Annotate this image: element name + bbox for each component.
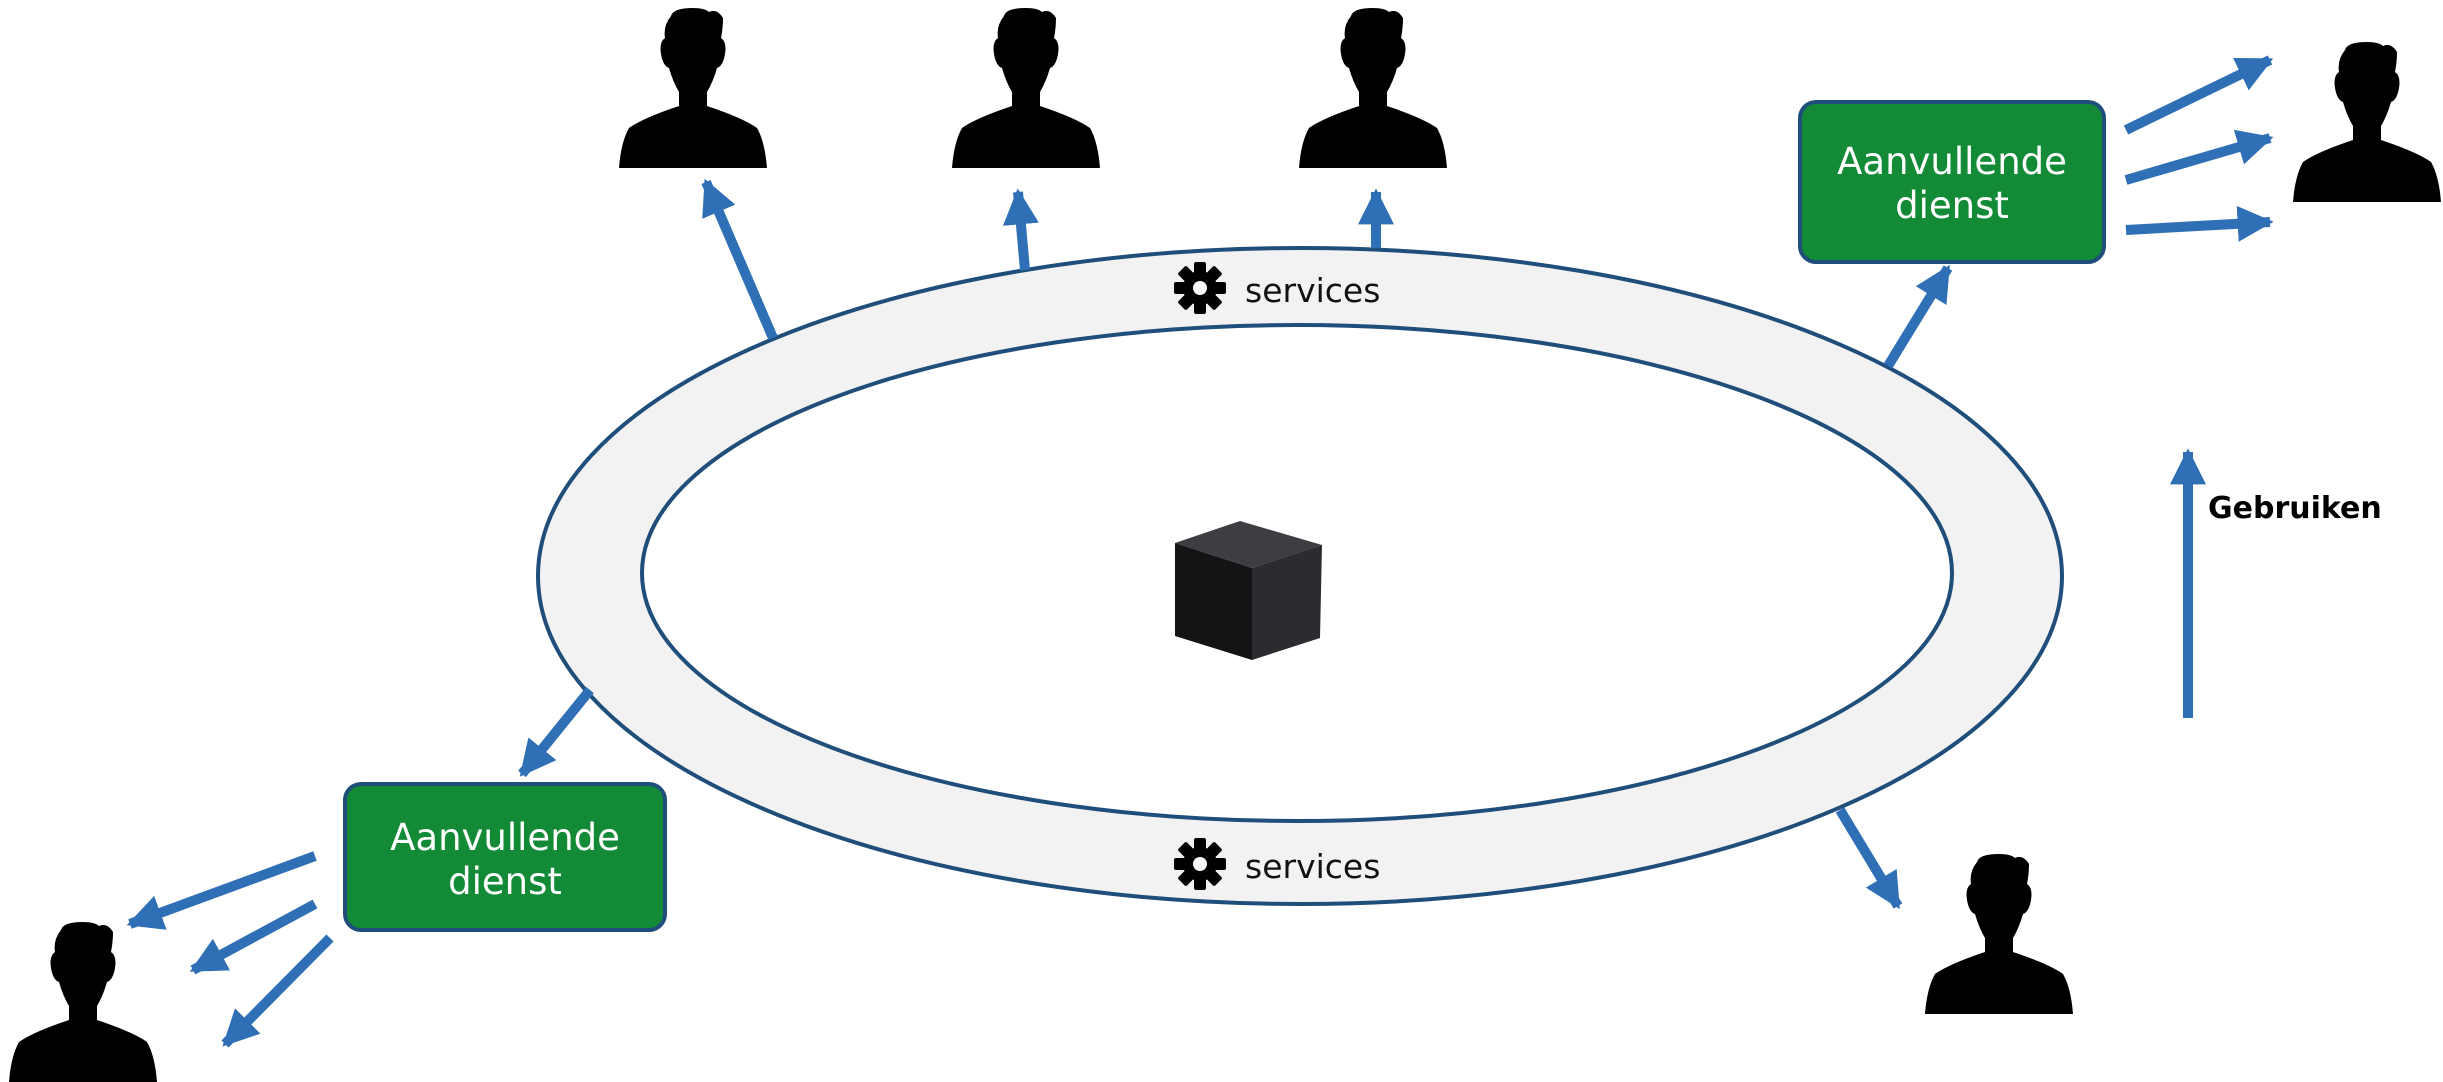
gear-icon xyxy=(1174,262,1226,314)
box-bottom-left-rect xyxy=(343,782,667,932)
services-label-bottom-text: services xyxy=(1245,847,1380,886)
box-top-right-rect xyxy=(1798,100,2106,264)
arrow-box-top-right-to-user-b xyxy=(2124,129,2274,185)
box-bottom-left-line2: dienst xyxy=(448,860,562,903)
arrow-ring-to-user-1 xyxy=(701,178,778,340)
person-icon xyxy=(619,8,767,168)
arrow-ring-to-user-2 xyxy=(1002,188,1039,271)
arrow-box-bottom-left-to-user-a xyxy=(126,851,317,930)
arrow-ring-to-user-bottom-right xyxy=(1835,807,1903,910)
services-label-bottom: services xyxy=(1174,838,1380,890)
services-label-top-text: services xyxy=(1245,271,1380,310)
arrow-box-top-right-to-user-c xyxy=(2125,205,2274,242)
arrow-box-bottom-left-to-user-b xyxy=(189,899,318,975)
usage-arrows xyxy=(126,55,2274,1048)
aanvullende-dienst-box-top-right: Aanvullende dienst xyxy=(1798,100,2106,264)
person-icon xyxy=(1925,854,2073,1014)
cube-icon xyxy=(1175,521,1322,660)
box-top-right-line2: dienst xyxy=(1895,184,2009,227)
gear-icon xyxy=(1174,838,1226,890)
box-top-right-line1: Aanvullende xyxy=(1837,140,2067,183)
box-bottom-left-line1: Aanvullende xyxy=(390,816,620,859)
aanvullende-dienst-box-bottom-left: Aanvullende dienst xyxy=(343,782,667,932)
person-icon xyxy=(1299,8,1447,168)
person-icon xyxy=(9,922,157,1082)
arrow-box-top-right-to-user-a xyxy=(2123,55,2274,135)
arrow-box-bottom-left-to-user-c xyxy=(221,934,334,1048)
legend-label: Gebruiken xyxy=(2208,491,2382,526)
arrow-ring-to-box-top-right xyxy=(1883,264,1953,369)
person-icon xyxy=(2293,42,2441,202)
arrow-ring-to-box-bottom-left xyxy=(518,686,594,778)
person-icon xyxy=(952,8,1100,168)
services-label-top: services xyxy=(1174,262,1380,314)
